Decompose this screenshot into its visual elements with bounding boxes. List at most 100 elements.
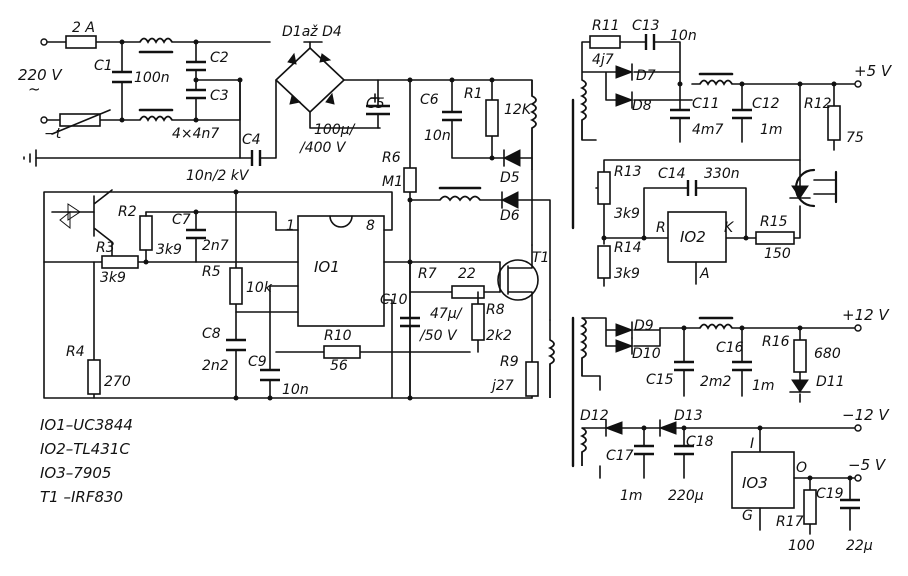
capacitor-c8 xyxy=(226,338,246,352)
label-r12: R12 xyxy=(804,96,832,112)
transformer-secondary-12v xyxy=(579,317,587,376)
label-io2: IO2 xyxy=(680,228,706,246)
label-c6-val: 10n xyxy=(424,128,451,144)
label-r10: R10 xyxy=(324,328,352,344)
label-c12-val: 1m xyxy=(760,122,783,138)
label-d10: D10 xyxy=(632,346,661,362)
label-out-neg12v: −12 V xyxy=(842,406,890,424)
label-c1-val: 100n xyxy=(134,70,170,86)
secondary-5v-section xyxy=(579,34,862,287)
capacitor-c19 xyxy=(840,498,860,510)
label-r13-val: 3k9 xyxy=(614,206,640,222)
resistor-r7 xyxy=(451,285,485,299)
label-c9: C9 xyxy=(248,354,267,370)
label-c15: C15 xyxy=(646,372,674,388)
capacitor-c13 xyxy=(644,34,656,50)
label-r6: R6 xyxy=(382,150,401,166)
label-mains-ac: ~ xyxy=(28,80,41,98)
label-fuse: 2 A xyxy=(72,20,95,36)
resistor-r11 xyxy=(589,35,621,49)
resistor-r13 xyxy=(597,171,611,205)
label-r4: R4 xyxy=(66,344,85,360)
aux-choke xyxy=(439,195,481,202)
capacitor-c9 xyxy=(260,368,280,382)
label-out-12v: +12 V xyxy=(842,306,890,324)
label-c23-val: 4×4n7 xyxy=(172,126,219,142)
label-r14-val: 3k9 xyxy=(614,266,640,282)
capacitor-c11 xyxy=(670,108,690,120)
resistor-r12 xyxy=(827,105,841,141)
label-c7: C7 xyxy=(172,212,191,228)
optocoupler-led xyxy=(791,185,809,199)
capacitor-c17 xyxy=(634,444,654,456)
resistor-r6 xyxy=(403,167,417,193)
resistor-r15 xyxy=(755,231,795,245)
label-r15: R15 xyxy=(760,214,788,230)
diode-d7 xyxy=(615,65,634,79)
label-r5: R5 xyxy=(202,264,221,280)
label-pin1: 1 xyxy=(286,218,295,234)
resistor-r8 xyxy=(471,303,485,341)
label-c17: C17 xyxy=(606,448,634,464)
resistor-r4 xyxy=(87,359,101,395)
label-r7: R7 xyxy=(418,266,437,282)
label-c5-val2: /400 V xyxy=(298,140,347,156)
output-neg5v-terminal xyxy=(854,474,862,482)
label-r14: R14 xyxy=(614,240,642,256)
label-r7-val: 22 xyxy=(458,266,476,282)
label-r3: R3 xyxy=(96,240,115,256)
label-c2: C2 xyxy=(210,50,229,66)
label-r12-val: 75 xyxy=(846,130,864,146)
label-pin8: 8 xyxy=(366,218,375,234)
transformer-primary xyxy=(529,80,537,170)
label-c16-val2: 1m xyxy=(752,378,775,394)
parts-list-2: IO3–7905 xyxy=(40,464,111,482)
label-r13: R13 xyxy=(614,164,642,180)
capacitor-c15 xyxy=(674,360,694,372)
label-thermistor: −t xyxy=(44,126,62,142)
resistor-r10 xyxy=(323,345,361,359)
label-c8-val: 2n2 xyxy=(202,358,229,374)
label-c10-val2: /50 V xyxy=(418,328,458,344)
label-c13-val: 10n xyxy=(670,28,697,44)
label-mains-voltage: 220 V xyxy=(18,66,63,84)
output-5v-terminal xyxy=(854,80,862,88)
label-c10: C10 xyxy=(380,292,408,308)
label-out-5v: +5 V xyxy=(854,62,893,80)
label-out-neg5v: −5 V xyxy=(848,456,887,474)
resistor-r17 xyxy=(803,489,817,525)
label-c1: C1 xyxy=(94,58,113,74)
output-12v-terminal xyxy=(854,324,862,332)
label-r17: R17 xyxy=(776,514,804,530)
label-r1-val: 12K xyxy=(504,102,533,118)
label-r5-val: 10k xyxy=(246,280,273,296)
capacitor-c10 xyxy=(400,316,420,328)
transformer-secondary-5v xyxy=(579,79,587,140)
resistor-r16 xyxy=(793,339,807,373)
label-c17-val: 1m xyxy=(620,488,643,504)
mains-terminal-bottom xyxy=(40,116,48,124)
label-r15-val: 150 xyxy=(764,246,791,262)
label-c4-val: 10n/2 kV xyxy=(186,168,250,184)
resistor-r14 xyxy=(597,245,611,279)
label-c10-val1: 47μ/ xyxy=(430,306,463,322)
transformer-secondary-neg xyxy=(579,427,587,466)
label-r11-val: 4j7 xyxy=(592,52,614,68)
resistor-r2 xyxy=(139,215,153,251)
label-r4-val: 270 xyxy=(104,374,131,390)
label-c19-val: 22μ xyxy=(846,538,873,554)
ground-icon xyxy=(23,149,37,167)
label-c8: C8 xyxy=(202,326,221,342)
label-c14-val: 330n xyxy=(704,166,740,182)
mains-input-section xyxy=(23,35,411,167)
choke-12v xyxy=(699,323,733,330)
label-c19: C19 xyxy=(816,486,844,502)
parts-list-1: IO2–TL431C xyxy=(40,440,130,458)
capacitor-c16 xyxy=(732,360,752,372)
label-c16: C16 xyxy=(716,340,744,356)
capacitor-c18 xyxy=(674,444,694,456)
label-io3: IO3 xyxy=(742,474,768,492)
label-r10-val: 56 xyxy=(330,358,348,374)
label-c7-val: 2n7 xyxy=(202,238,229,254)
ic-io1-notch xyxy=(329,215,353,228)
